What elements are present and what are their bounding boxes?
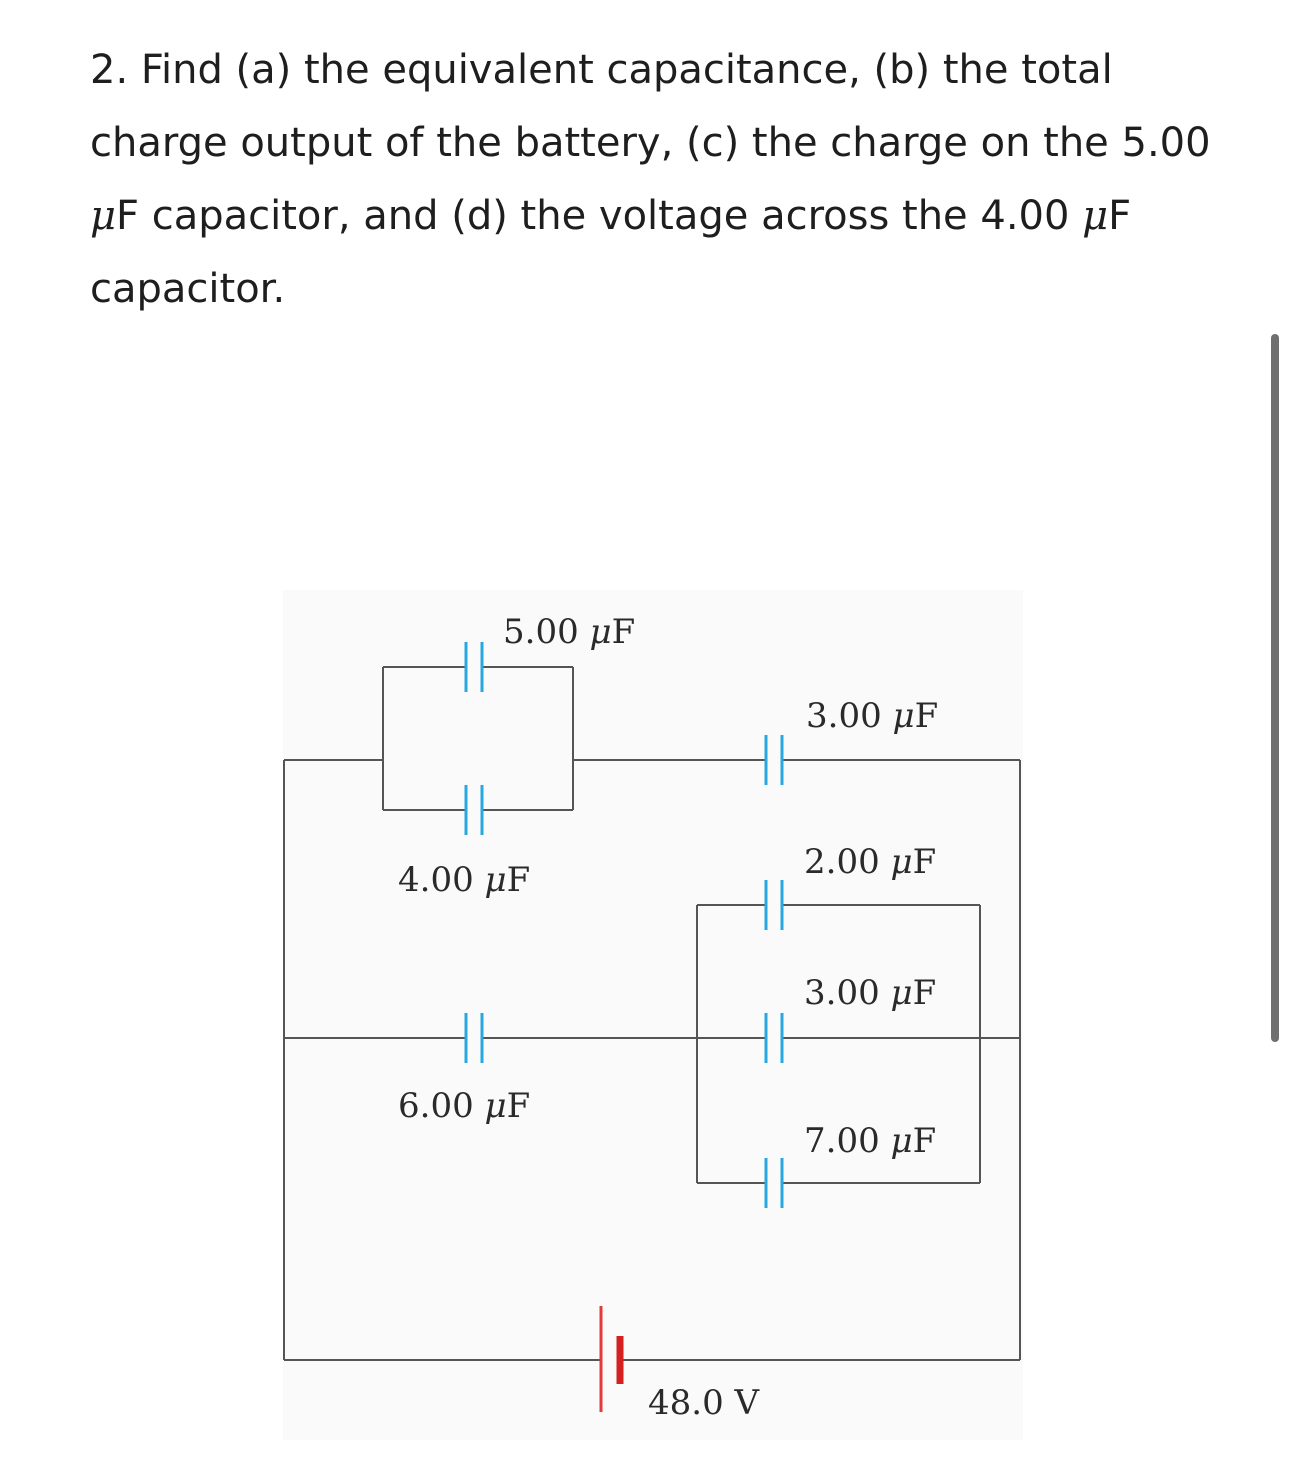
label-6uf: 6.00 μF [398, 1086, 530, 1126]
question-text-part-2: F capacitor, and (d) the voltage across … [116, 193, 1083, 239]
capacitor-4uf [464, 785, 484, 835]
diagram-background [283, 590, 1023, 1440]
capacitor-5uf [464, 642, 484, 692]
capacitor-2uf [764, 880, 784, 930]
circuit-wires [283, 666, 1021, 1361]
label-3uf-top: 3.00 μF [806, 696, 938, 736]
scrollbar[interactable] [1271, 334, 1279, 1042]
capacitor-3uf-top [764, 735, 784, 785]
question-text-part-1: 2. Find (a) the equivalent capacitance, … [90, 47, 1211, 166]
battery [599, 1306, 624, 1412]
capacitor-7uf [764, 1158, 784, 1208]
question-text-part-3: F capacitor. [90, 193, 1132, 312]
capacitor-3uf-mid [764, 1013, 784, 1063]
capacitor-plates [464, 642, 784, 1208]
label-5uf: 5.00 μF [503, 612, 635, 652]
mu-symbol: μ [90, 193, 116, 239]
question-text: 2. Find (a) the equivalent capacitance, … [90, 34, 1260, 326]
capacitor-6uf [464, 1013, 484, 1063]
label-7uf: 7.00 μF [804, 1121, 936, 1161]
label-2uf: 2.00 μF [804, 842, 936, 882]
label-3uf-mid: 3.00 μF [804, 973, 936, 1013]
label-battery-voltage: 48.0 V [648, 1383, 761, 1423]
mu-symbol: μ [1082, 193, 1109, 239]
label-4uf: 4.00 μF [398, 860, 530, 900]
